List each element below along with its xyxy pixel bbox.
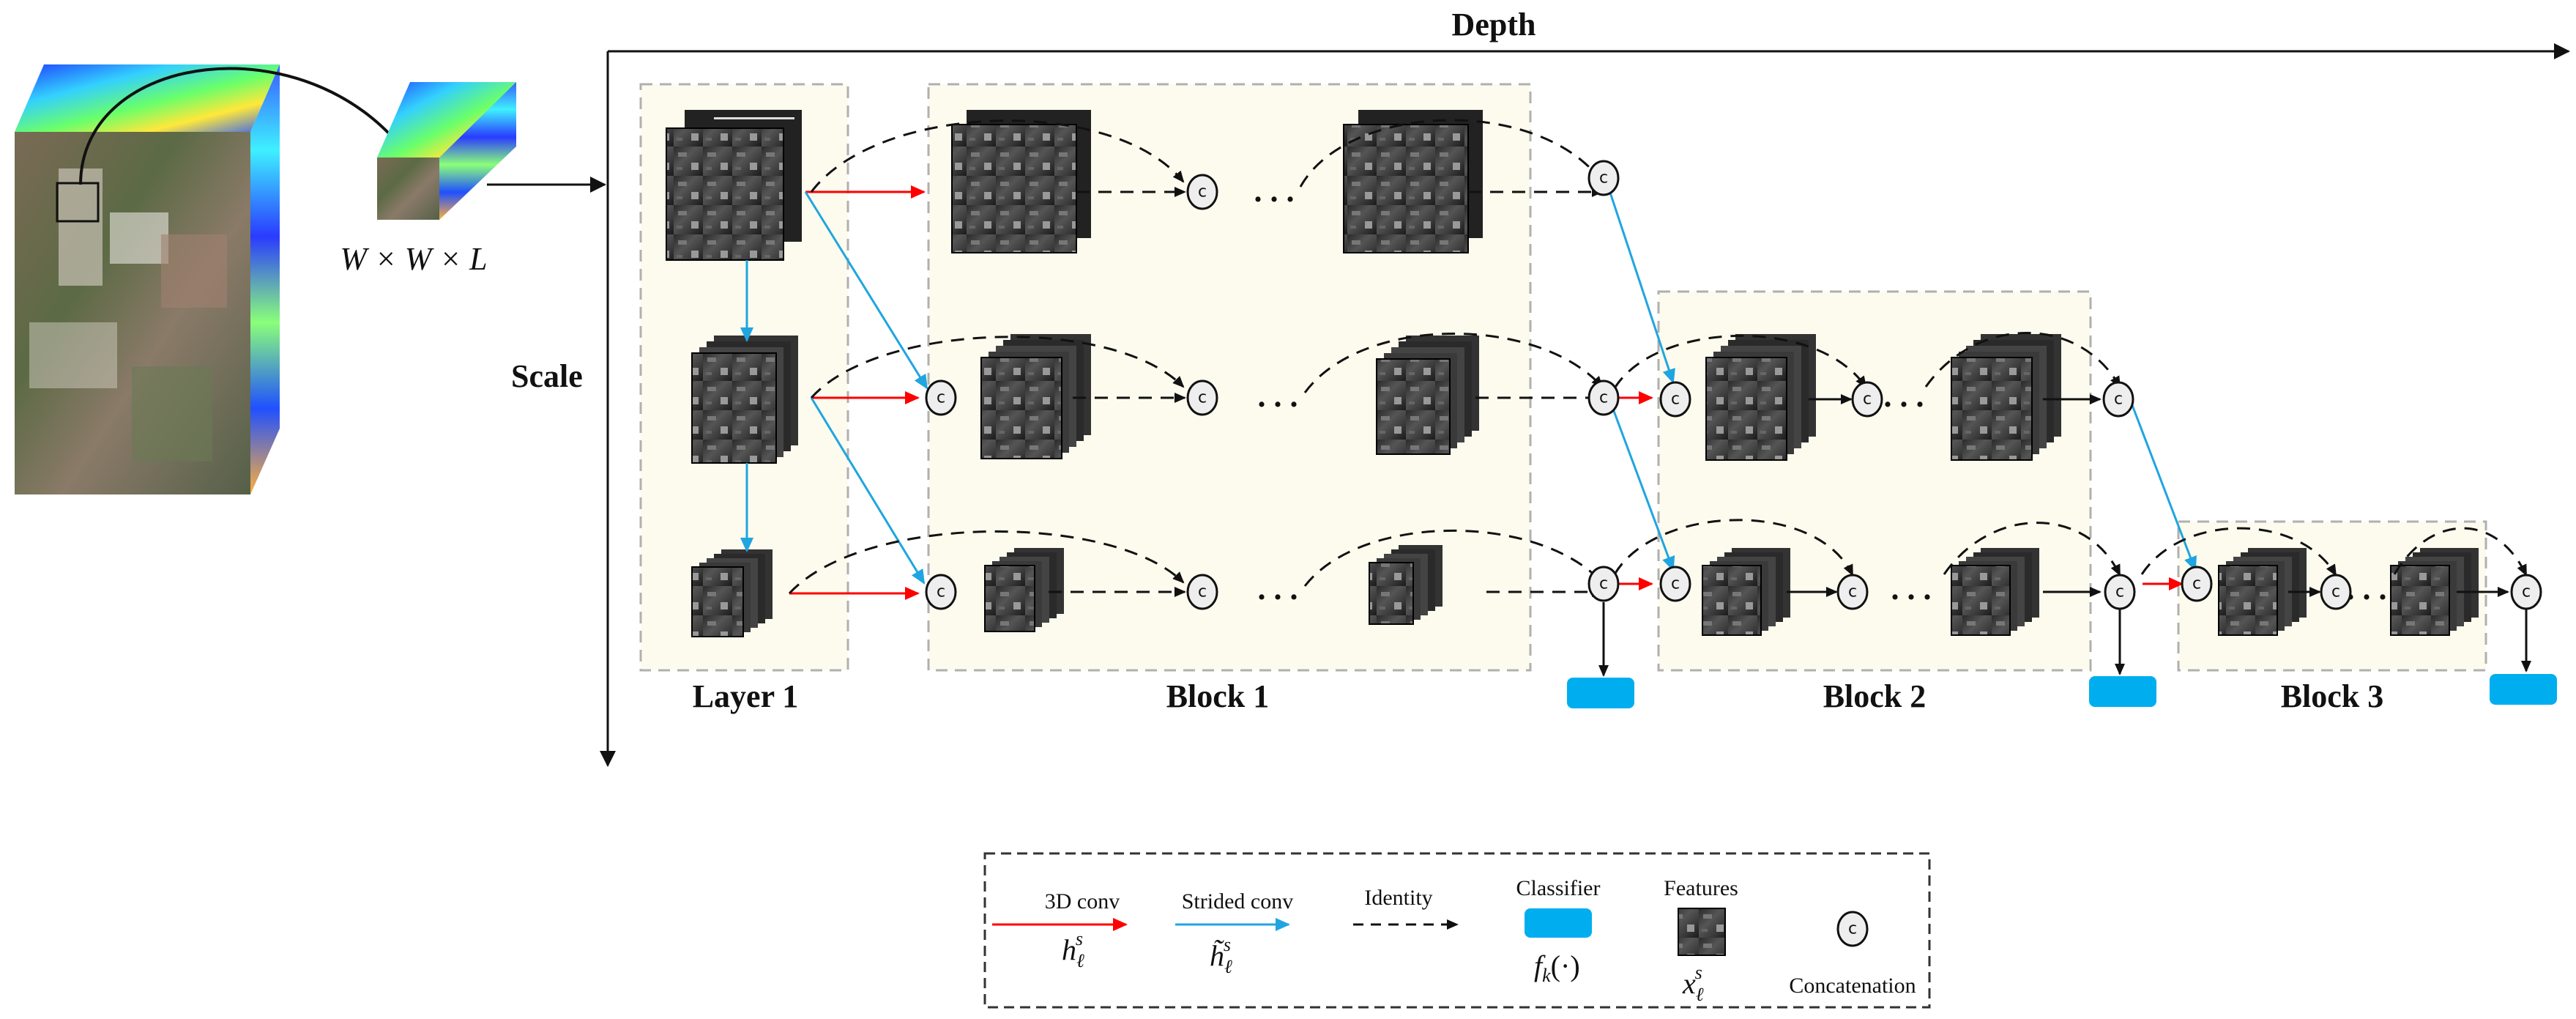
concat-node: c xyxy=(1659,566,1691,602)
svg-text:c: c xyxy=(1599,169,1608,188)
legend-strided-conv: Strided conv h̃ℓs xyxy=(1175,889,1293,977)
strided-arrows xyxy=(804,190,2197,585)
legend-concatenation: c Concatenation xyxy=(1789,911,1916,998)
svg-text:h̃ℓs: h̃ℓs xyxy=(1210,934,1232,977)
concat-node: c xyxy=(1587,566,1620,602)
concat-node: c xyxy=(1186,379,1218,416)
svg-text:c: c xyxy=(1198,389,1207,407)
svg-text:fk(·): fk(·) xyxy=(1534,949,1580,986)
classifier-block2 xyxy=(2089,676,2156,707)
depth-axis: Depth xyxy=(608,7,2570,59)
svg-text:c: c xyxy=(1599,389,1608,407)
classifier-block3 xyxy=(2490,674,2557,705)
concat-node: c xyxy=(1836,574,1869,610)
svg-text:c: c xyxy=(1198,583,1207,601)
layer1-label: Layer 1 xyxy=(693,678,799,714)
block3-features xyxy=(2218,548,2479,636)
svg-text:c: c xyxy=(937,389,945,407)
block2-features xyxy=(1702,334,2061,636)
svg-text:c: c xyxy=(937,583,945,601)
concat-node: c xyxy=(1851,381,1883,418)
input-dims: W × W × L xyxy=(340,241,487,277)
layer1-scale3-stack xyxy=(691,549,773,637)
svg-text:Identity: Identity xyxy=(1364,886,1432,910)
svg-text:c: c xyxy=(1671,390,1680,409)
block1-label: Block 1 xyxy=(1166,678,1270,714)
concat-node: c xyxy=(1659,381,1691,418)
block2-label: Block 2 xyxy=(1823,678,1927,714)
legend-identity: Identity xyxy=(1353,886,1459,930)
concat-node: c xyxy=(925,379,957,416)
input-hsi-cube xyxy=(15,64,408,494)
concat-node: c xyxy=(1587,160,1620,196)
ellipsis: . . . xyxy=(1254,173,1295,209)
svg-text:Concatenation: Concatenation xyxy=(1789,974,1916,998)
legend-3d-conv: 3D conv hℓs xyxy=(992,889,1128,971)
concat-node: c xyxy=(925,574,957,610)
legend-features: Features xℓs xyxy=(1664,876,1738,1005)
patch-selector xyxy=(56,182,100,223)
concat-node: c xyxy=(1587,379,1620,416)
block3-label: Block 3 xyxy=(2281,678,2384,714)
svg-text:Classifier: Classifier xyxy=(1516,876,1601,900)
input-patch: W × W × L xyxy=(340,82,606,277)
svg-text:c: c xyxy=(1198,183,1207,201)
svg-text:c: c xyxy=(1599,575,1608,593)
classifier-block1 xyxy=(1567,678,1634,708)
concat-node: c xyxy=(1186,574,1218,610)
concat-node: c xyxy=(2510,574,2542,610)
concat-nodes: c c c c c c c c c c c c c c c c c xyxy=(925,160,2542,610)
svg-text:3D conv: 3D conv xyxy=(1045,889,1120,914)
svg-text:c: c xyxy=(2115,583,2124,601)
svg-text:c: c xyxy=(2192,575,2201,593)
concat-node: c xyxy=(2320,574,2352,610)
feature-map-icon xyxy=(1678,908,1726,956)
svg-text:Strided conv: Strided conv xyxy=(1182,889,1293,914)
solid-arrows xyxy=(1787,394,2509,597)
svg-text:c: c xyxy=(2331,583,2340,601)
svg-text:c: c xyxy=(2114,390,2123,409)
layer1-features xyxy=(666,110,802,637)
classifiers xyxy=(1567,602,2557,708)
scale-label: Scale xyxy=(511,358,583,394)
conv3d-arrows xyxy=(789,185,2184,600)
ellipsis: . . . xyxy=(1891,571,1932,607)
ellipsis: . . . xyxy=(1258,378,1298,414)
concat-node: c xyxy=(1186,174,1218,210)
svg-text:c: c xyxy=(1848,920,1857,938)
svg-text:xℓs: xℓs xyxy=(1682,962,1704,1005)
block1-features xyxy=(951,110,1483,632)
svg-text:c: c xyxy=(2522,583,2531,601)
depth-label: Depth xyxy=(1452,7,1536,42)
concat-node: c xyxy=(2104,574,2136,610)
svg-text:c: c xyxy=(1671,575,1680,593)
ellipsis: . . . xyxy=(1258,571,1298,607)
ellipsis: . . . xyxy=(2347,571,2387,607)
ellipses: . . . . . . . . . . . . . . . . . . xyxy=(1254,173,2387,607)
concat-icon: c xyxy=(1836,911,1869,947)
ellipsis: . . . xyxy=(1884,378,1924,414)
identity-arrows xyxy=(788,119,2528,597)
svg-text:c: c xyxy=(1848,583,1857,601)
concat-node: c xyxy=(2102,381,2134,418)
concat-node: c xyxy=(2181,566,2213,602)
scale-axis: Scale xyxy=(511,51,616,767)
svg-text:hℓs: hℓs xyxy=(1062,928,1084,971)
legend: 3D conv hℓs Strided conv h̃ℓs Identity C… xyxy=(983,852,1931,1009)
layer1-scale2-stack xyxy=(691,336,798,464)
svg-text:c: c xyxy=(1863,390,1872,409)
svg-text:Features: Features xyxy=(1664,876,1738,900)
